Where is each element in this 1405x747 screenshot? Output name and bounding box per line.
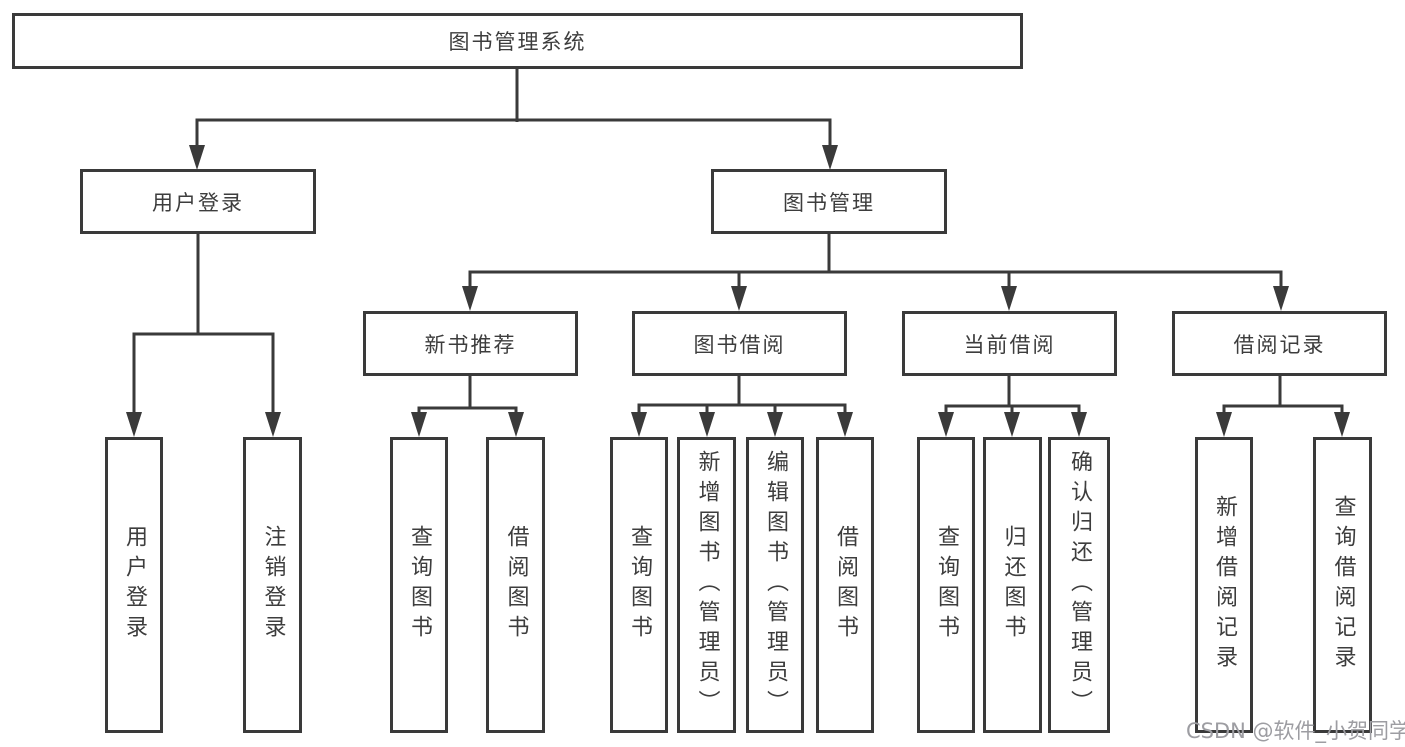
- node-borrowing-records: 借阅记录: [1172, 311, 1387, 376]
- leaf-search-borrow-record: 查询借阅记录: [1313, 437, 1372, 733]
- node-current-borrowing-label: 当前借阅: [963, 332, 1056, 357]
- node-new-book-recommend-label: 新书推荐: [424, 332, 517, 357]
- leaf-user-login-label: 用户登录: [122, 525, 147, 645]
- leaf-return-book: 归还图书: [983, 437, 1042, 733]
- leaf-edit-book-admin: 编辑图书（管理员）: [746, 437, 804, 733]
- leaf-borrow-books-recommend: 借阅图书: [486, 437, 545, 733]
- leaf-borrow-books-borrowing-label: 借阅图书: [833, 525, 858, 645]
- node-new-book-recommend: 新书推荐: [363, 311, 578, 376]
- node-borrowing-records-label: 借阅记录: [1233, 332, 1326, 357]
- leaf-search-books-borrowing: 查询图书: [610, 437, 668, 733]
- leaf-borrow-books-borrowing: 借阅图书: [816, 437, 874, 733]
- node-user-login-group-label: 用户登录: [152, 190, 244, 215]
- node-user-login-group: 用户登录: [80, 169, 316, 234]
- leaf-borrow-books-recommend-label: 借阅图书: [503, 525, 529, 645]
- node-root: 图书管理系统: [12, 13, 1023, 69]
- leaf-logout: 注销登录: [243, 437, 302, 733]
- leaf-search-books-recommend-label: 查询图书: [407, 525, 432, 645]
- leaf-search-books-borrowing-label: 查询图书: [627, 525, 652, 645]
- leaf-add-borrow-record-label: 新增借阅记录: [1212, 495, 1237, 675]
- node-current-borrowing: 当前借阅: [902, 311, 1117, 376]
- node-book-management: 图书管理: [711, 169, 947, 234]
- leaf-search-books-recommend: 查询图书: [390, 437, 448, 733]
- leaf-search-borrow-record-label: 查询借阅记录: [1330, 495, 1356, 675]
- node-book-borrowing-label: 图书借阅: [693, 332, 786, 357]
- leaf-add-book-admin: 新增图书（管理员）: [677, 437, 736, 733]
- leaf-add-borrow-record: 新增借阅记录: [1195, 437, 1253, 733]
- leaf-confirm-return-admin: 确认归还（管理员）: [1048, 437, 1110, 733]
- leaf-edit-book-admin-label: 编辑图书（管理员）: [763, 450, 788, 720]
- node-book-management-label: 图书管理: [783, 190, 875, 215]
- node-book-borrowing: 图书借阅: [632, 311, 847, 376]
- leaf-logout-label: 注销登录: [260, 525, 286, 645]
- leaf-return-book-label: 归还图书: [1000, 525, 1026, 645]
- leaf-user-login: 用户登录: [105, 437, 163, 733]
- watermark: CSDN @软件_小贺同学: [1186, 719, 1405, 743]
- leaf-add-book-admin-label: 新增图书（管理员）: [694, 450, 720, 720]
- leaf-confirm-return-admin-label: 确认归还（管理员）: [1067, 450, 1092, 720]
- leaf-search-books-current-label: 查询图书: [934, 525, 959, 645]
- node-root-label: 图书管理系统: [448, 30, 587, 54]
- leaf-search-books-current: 查询图书: [917, 437, 975, 733]
